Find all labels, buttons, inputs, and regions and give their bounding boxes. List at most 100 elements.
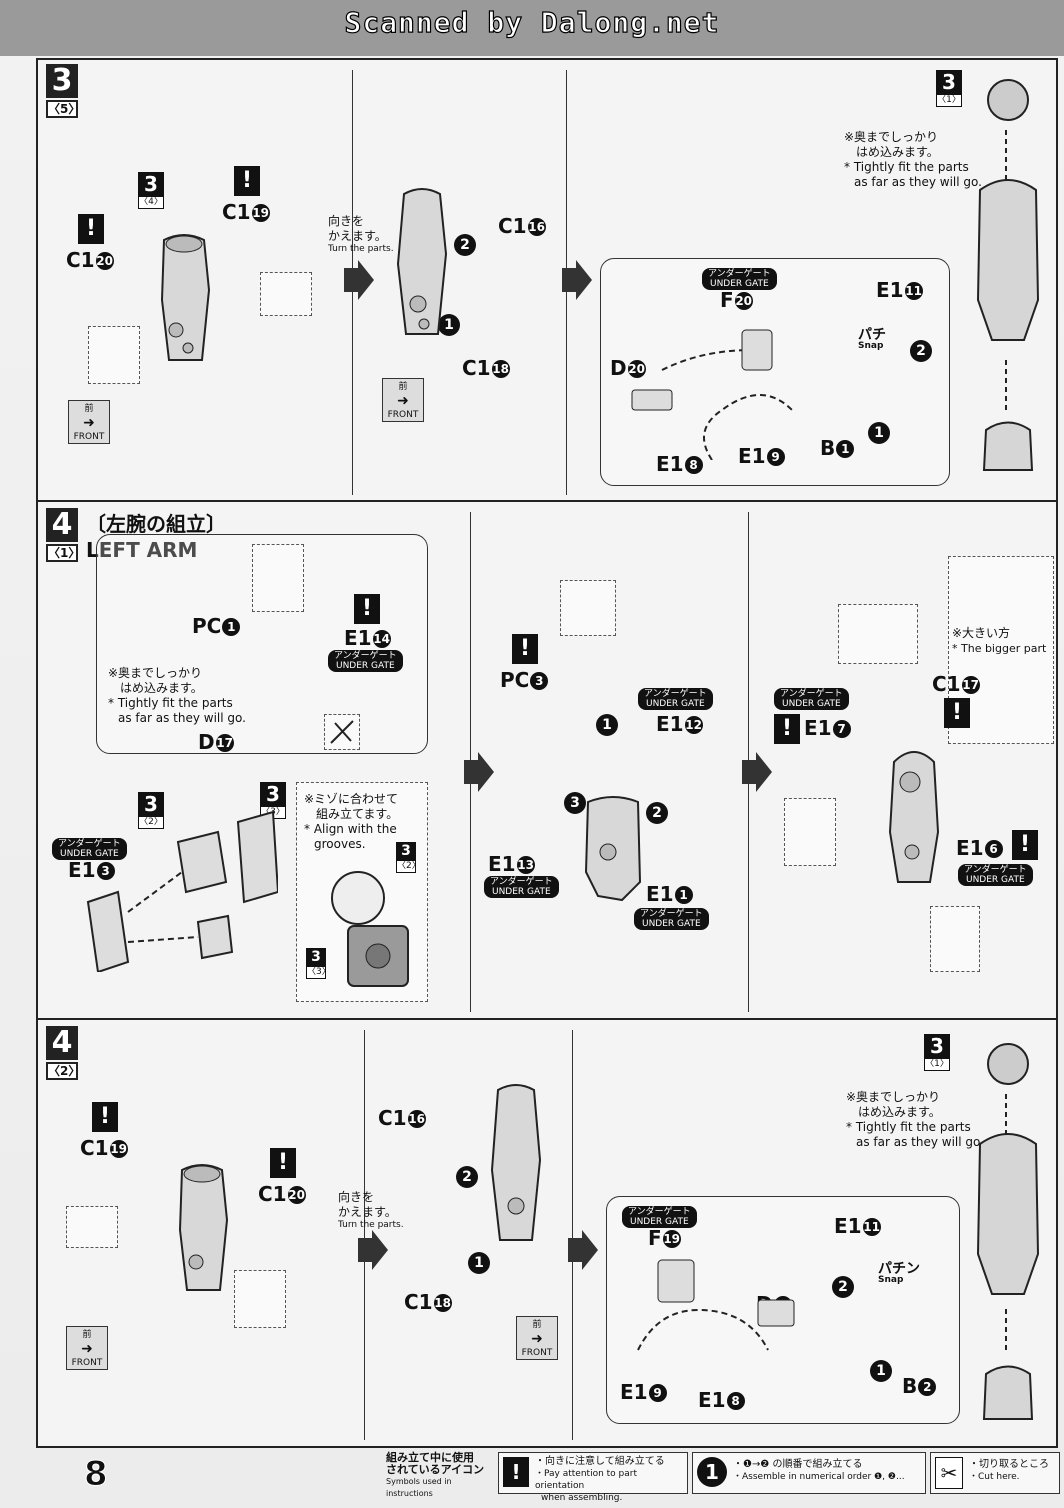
reference-step-badge: 3 〈1〉	[924, 1034, 950, 1071]
upper-arm-parts-illustration	[86, 810, 278, 972]
fit-note: ※奥までしっかり はめ込みます。 * Tightly fit the parts…	[108, 666, 246, 725]
detail-callout-box	[784, 798, 836, 866]
scissors-icon: ✂	[935, 1457, 963, 1489]
front-arrow-icon: ➜	[83, 415, 95, 431]
reference-step-badge: 3 〈4〉	[138, 172, 164, 209]
forearm-assembly-illustration	[888, 751, 940, 883]
fit-note: ※奥までしっかり はめ込みます。 * Tightly fit the parts…	[846, 1090, 984, 1149]
front-arrow-icon: ➜	[531, 1331, 543, 1347]
detail-callout-box	[252, 544, 304, 612]
section-title-jp: 〔左腕の組立〕	[86, 512, 226, 536]
detail-callout-box	[930, 906, 980, 972]
reference-step-badge: 3 〈2〉	[396, 842, 421, 873]
orientation-warning-icon: !	[774, 714, 800, 744]
step-sub-number: 〈5〉	[46, 100, 81, 118]
front-arrow-icon: ➜	[81, 1341, 93, 1357]
fit-note: ※奥までしっかり はめ込みます。 * Tightly fit the parts…	[844, 130, 982, 189]
orientation-warning-icon: !	[234, 166, 260, 196]
detail-callout-box	[838, 604, 918, 664]
orientation-warning-icon: !	[512, 634, 538, 664]
panel-divider	[364, 1030, 365, 1440]
order-marker-1: 1	[468, 1252, 490, 1274]
order-marker-1: 1	[438, 314, 460, 336]
turn-parts-note: 向きを かえます。	[338, 1190, 397, 1219]
scan-header-bar: Scanned by Dalong.net	[0, 0, 1064, 56]
next-step-arrow-icon	[568, 1230, 598, 1270]
step-number: 4	[46, 508, 78, 542]
forearm-assembly-illustration	[490, 1084, 542, 1241]
front-direction-badge: 前 ➜ FRONT	[68, 400, 110, 444]
orientation-warning-icon: !	[92, 1102, 118, 1132]
next-step-arrow-icon	[464, 752, 494, 792]
detail-callout-box	[560, 580, 616, 636]
reference-step-badge: 3 〈1〉	[936, 70, 962, 107]
scan-credit: Scanned by Dalong.net	[344, 5, 720, 39]
next-step-arrow-icon	[358, 1230, 388, 1270]
order-marker-1: 1	[596, 714, 618, 736]
panel-divider	[572, 1030, 573, 1440]
legend-assembly-order: 1 ・❶→❷ の順番で組み立てる ・Assemble in numerical …	[692, 1452, 926, 1494]
orientation-warning-icon: !	[354, 594, 380, 624]
order-number-icon: 1	[697, 1457, 727, 1487]
legend-title-box: 組み立て中に使用 されているアイコン Symbols used in instr…	[386, 1451, 485, 1499]
scissors-icon	[330, 720, 354, 744]
orientation-warning-icon: !	[944, 698, 970, 728]
next-step-arrow-icon	[562, 260, 592, 300]
order-marker-2: 2	[646, 802, 668, 824]
reference-step-badge: 3 〈2〉	[138, 792, 164, 829]
forearm-assembly-illustration	[178, 1164, 229, 1291]
orientation-warning-icon: !	[270, 1148, 296, 1178]
front-direction-badge: 前 ➜ FRONT	[66, 1326, 108, 1370]
order-marker-2: 2	[456, 1166, 478, 1188]
turn-parts-note-en: Turn the parts.	[328, 244, 394, 254]
order-marker-2: 2	[910, 340, 932, 362]
order-marker-1: 1	[868, 422, 890, 444]
step-number: 4	[46, 1026, 78, 1060]
page-footer: 8 組み立て中に使用 されているアイコン Symbols used in ins…	[0, 1450, 1064, 1508]
orientation-warning-icon: !	[503, 1457, 529, 1487]
turn-parts-note: 向きを かえます。	[328, 214, 387, 243]
full-arm-illustration	[976, 79, 1040, 471]
detail-callout-box	[66, 1206, 118, 1248]
legend-cut-here: ✂ ・切り取るところ ・Cut here.	[930, 1452, 1060, 1494]
order-marker-2: 2	[454, 234, 476, 256]
next-step-arrow-icon	[742, 752, 772, 792]
order-marker-3: 3	[564, 792, 586, 814]
orientation-warning-icon: !	[78, 214, 104, 244]
front-arrow-icon: ➜	[397, 393, 409, 409]
front-direction-badge: 前 ➜ FRONT	[516, 1316, 558, 1360]
